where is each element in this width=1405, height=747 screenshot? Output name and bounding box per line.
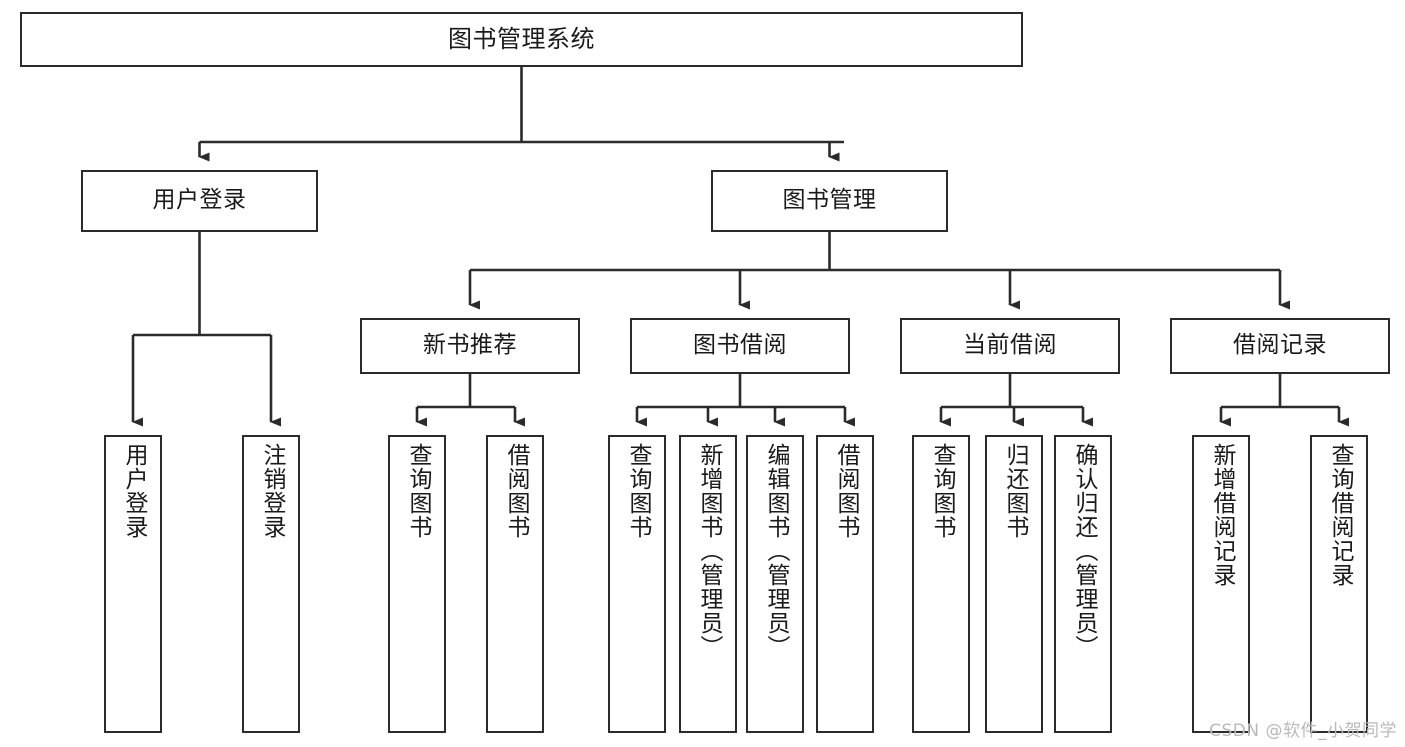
node-leaf-query-book-2[interactable]: 查询图书 bbox=[608, 435, 666, 733]
node-new-book-rec-label: 新书推荐 bbox=[423, 332, 517, 359]
node-leaf-query-book-1[interactable]: 查询图书 bbox=[388, 435, 446, 733]
node-leaf-add-book-label: 新增图书（管理员） bbox=[695, 443, 722, 659]
node-book-manage-label: 图书管理 bbox=[782, 187, 877, 214]
node-new-book-rec[interactable]: 新书推荐 bbox=[360, 318, 580, 374]
node-leaf-confirm-return[interactable]: 确认归还（管理员） bbox=[1054, 435, 1112, 733]
node-leaf-confirm-return-label: 确认归还（管理员） bbox=[1070, 443, 1097, 659]
node-book-borrow-label: 图书借阅 bbox=[693, 332, 787, 359]
node-leaf-add-book[interactable]: 新增图书（管理员） bbox=[679, 435, 737, 733]
node-leaf-edit-book[interactable]: 编辑图书（管理员） bbox=[746, 435, 804, 733]
node-user-login[interactable]: 用户登录 bbox=[81, 170, 318, 232]
node-current-borrow-label: 当前借阅 bbox=[963, 332, 1057, 359]
node-leaf-query-record-label: 查询借阅记录 bbox=[1326, 443, 1353, 587]
node-leaf-borrow-book-2[interactable]: 借阅图书 bbox=[816, 435, 874, 733]
csdn-watermark: CSDN @软件_小贺同学 bbox=[1209, 721, 1397, 741]
node-leaf-query-record[interactable]: 查询借阅记录 bbox=[1310, 435, 1368, 733]
node-leaf-query-book-2-label: 查询图书 bbox=[624, 443, 651, 539]
node-book-borrow[interactable]: 图书借阅 bbox=[630, 318, 850, 374]
node-leaf-user-logout-label: 注销登录 bbox=[258, 443, 285, 539]
node-user-login-label: 用户登录 bbox=[152, 187, 247, 214]
node-book-manage[interactable]: 图书管理 bbox=[711, 170, 948, 232]
node-leaf-query-book-1-label: 查询图书 bbox=[404, 443, 431, 539]
node-leaf-return-book[interactable]: 归还图书 bbox=[985, 435, 1043, 733]
node-leaf-borrow-book-1[interactable]: 借阅图书 bbox=[486, 435, 544, 733]
node-leaf-user-login-label: 用户登录 bbox=[120, 443, 147, 539]
node-borrow-record-label: 借阅记录 bbox=[1233, 332, 1327, 359]
node-current-borrow[interactable]: 当前借阅 bbox=[900, 318, 1120, 374]
node-leaf-return-book-label: 归还图书 bbox=[1001, 443, 1028, 539]
node-leaf-user-login[interactable]: 用户登录 bbox=[104, 435, 162, 733]
node-leaf-query-book-3-label: 查询图书 bbox=[928, 443, 955, 539]
node-leaf-add-record[interactable]: 新增借阅记录 bbox=[1192, 435, 1250, 733]
node-root-system[interactable]: 图书管理系统 bbox=[20, 12, 1023, 67]
node-leaf-borrow-book-2-label: 借阅图书 bbox=[832, 443, 859, 539]
node-leaf-user-logout[interactable]: 注销登录 bbox=[242, 435, 300, 733]
node-leaf-edit-book-label: 编辑图书（管理员） bbox=[762, 443, 789, 659]
node-leaf-query-book-3[interactable]: 查询图书 bbox=[912, 435, 970, 733]
node-leaf-add-record-label: 新增借阅记录 bbox=[1208, 443, 1235, 587]
node-leaf-borrow-book-1-label: 借阅图书 bbox=[502, 443, 529, 539]
node-borrow-record[interactable]: 借阅记录 bbox=[1170, 318, 1390, 374]
node-root-system-label: 图书管理系统 bbox=[448, 25, 595, 54]
